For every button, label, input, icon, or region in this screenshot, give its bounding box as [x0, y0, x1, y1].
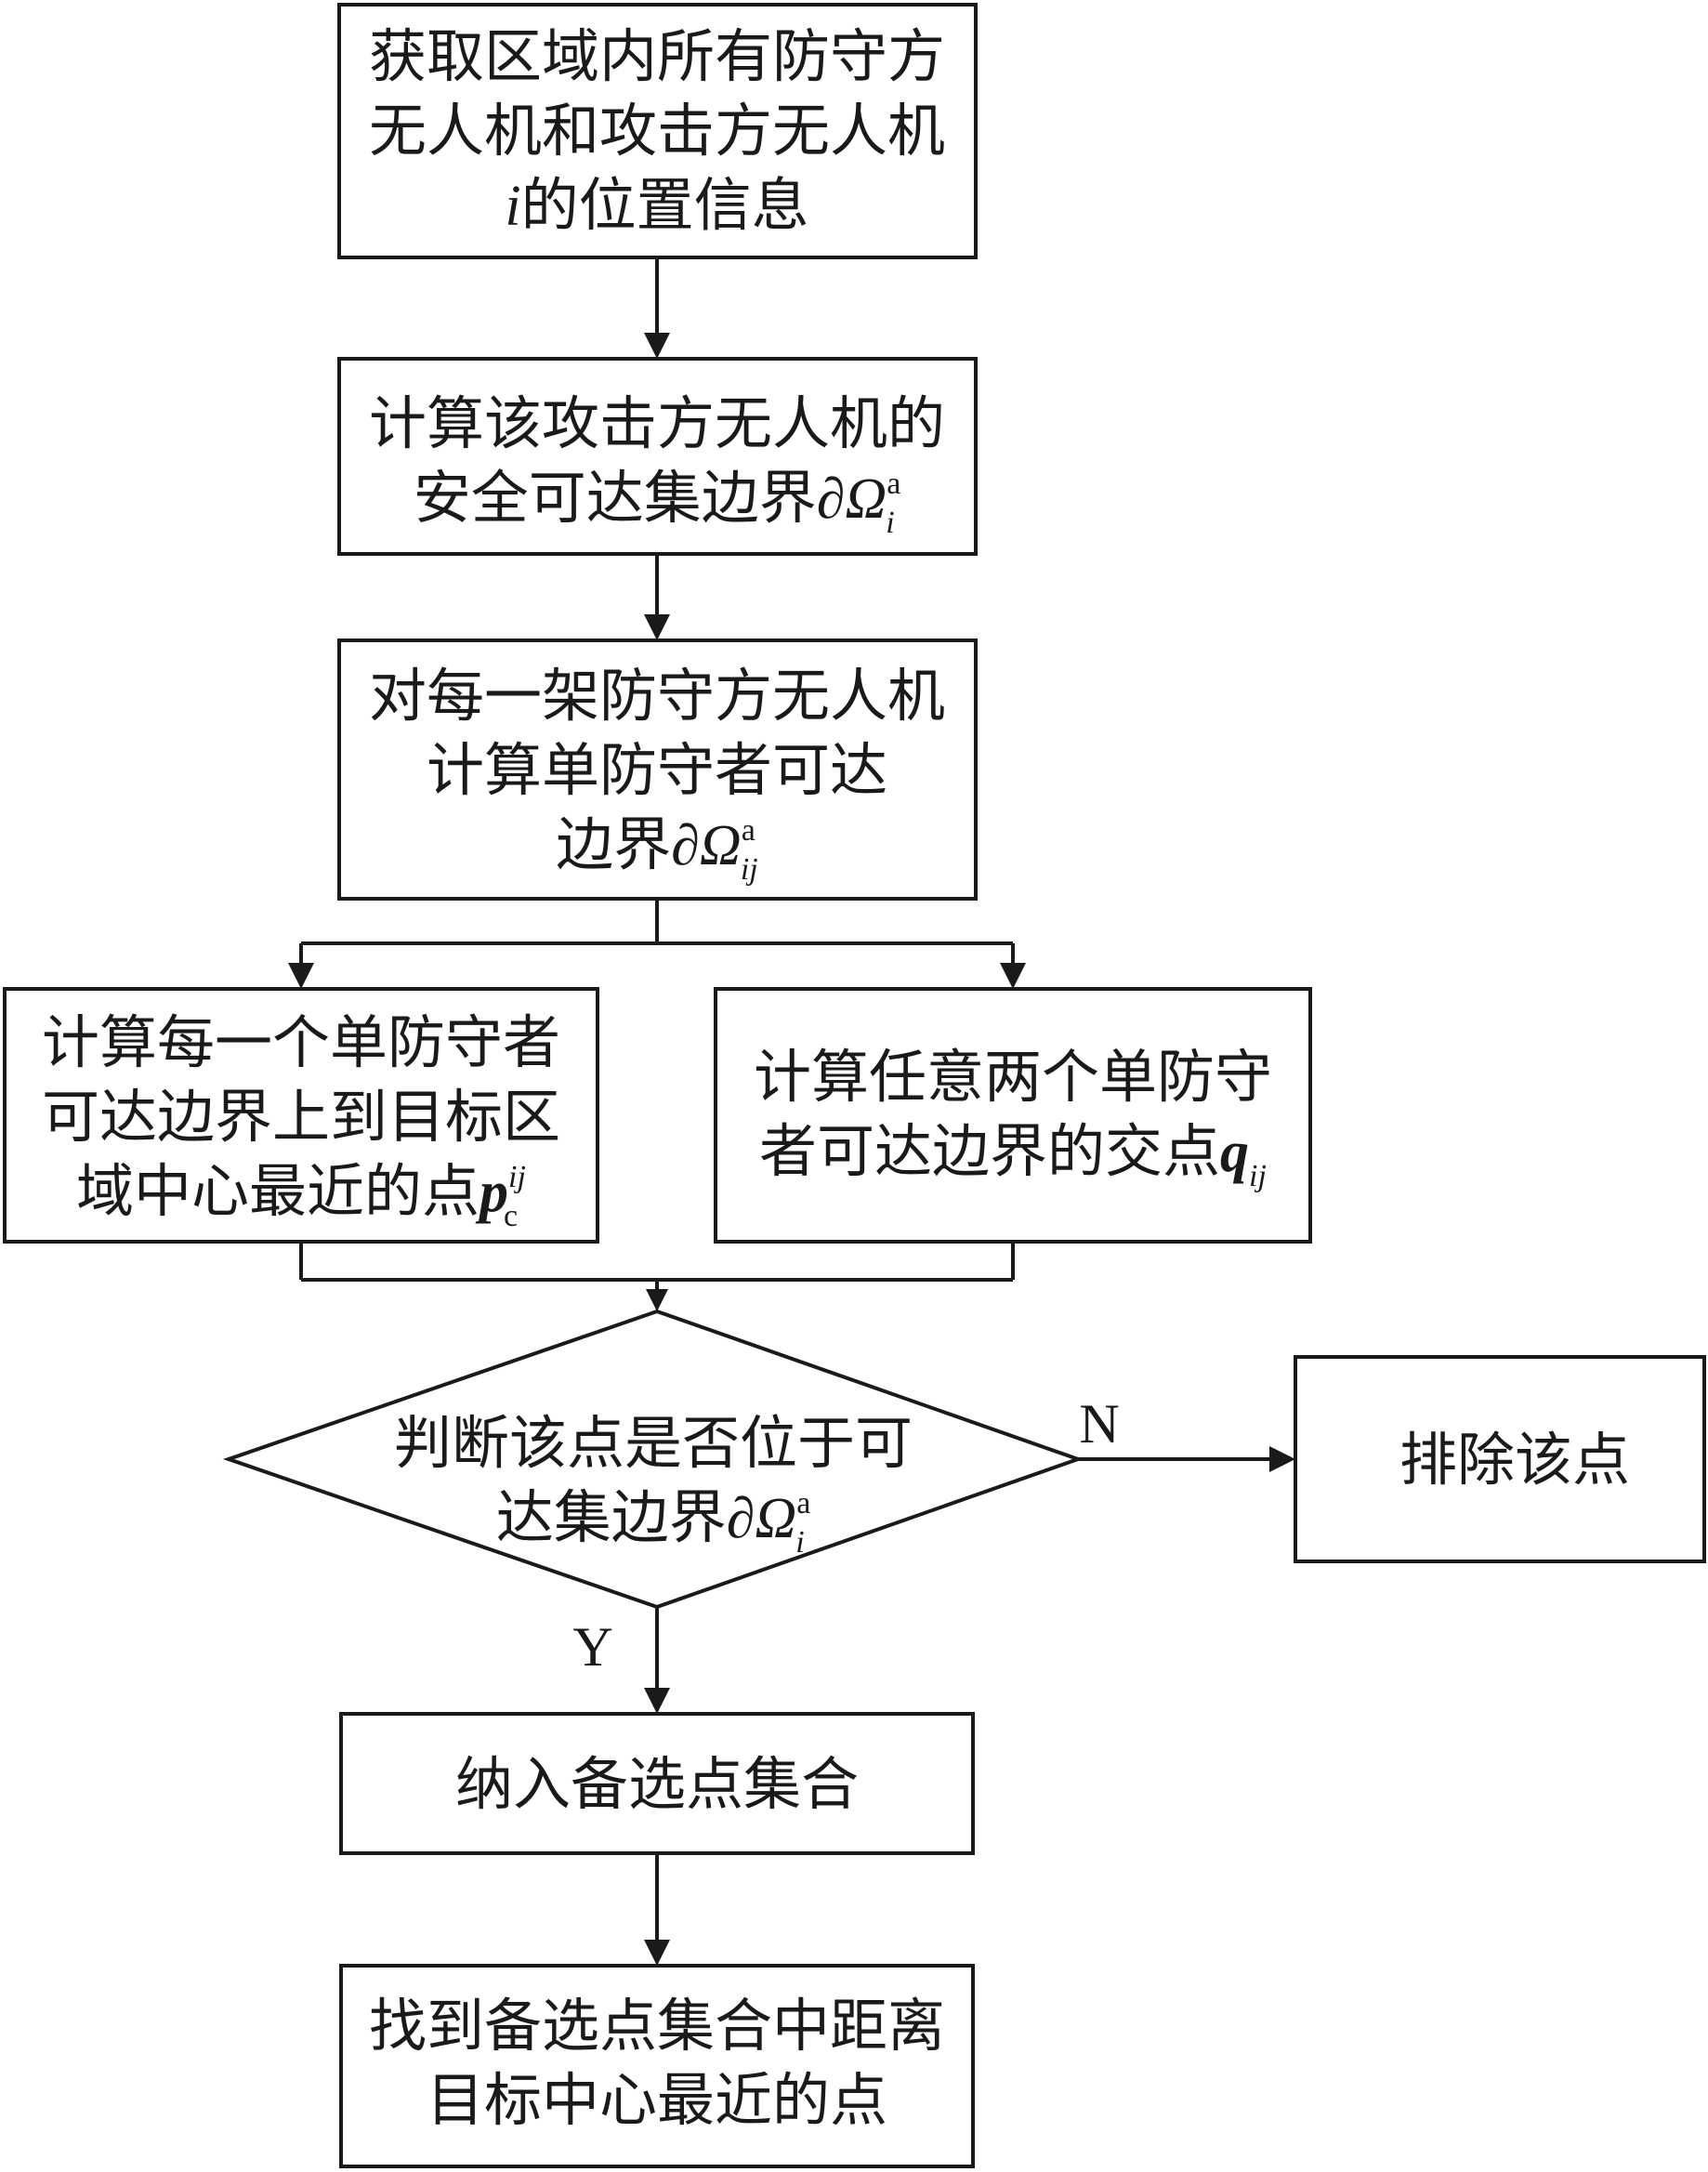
decision-sub: i	[795, 1525, 804, 1560]
node-acquire-line2: 无人机和攻击方无人机	[369, 97, 945, 165]
node-safe-boundary-line1: 计算该攻击方无人机的	[369, 389, 945, 457]
arrowhead-merge	[646, 1289, 668, 1311]
nearest-point-var: p	[475, 1161, 508, 1224]
node-find-line1: 找到备选点集合中距离	[369, 1992, 945, 2060]
intersection-sub: ij	[1249, 1159, 1267, 1193]
decision-text: 达集边界	[496, 1483, 727, 1551]
node-single-defender-line1: 对每一架防守方无人机	[369, 662, 945, 730]
node-exclude-label: 排除该点	[1399, 1426, 1630, 1494]
arrowhead-split-left	[288, 963, 314, 989]
node-safe-boundary-text: 安全可达集边界	[414, 464, 817, 532]
decision-symbol: ∂Ω	[727, 1487, 796, 1550]
arrowhead-include-to-find	[644, 1940, 670, 1966]
nearest-point-sup: ij	[508, 1160, 526, 1194]
arrowhead-yes-branch	[644, 1688, 670, 1714]
connector-split	[299, 899, 1015, 976]
node-single-defender-line2: 计算单防守者可达	[427, 736, 887, 804]
arrowhead-split-right	[1000, 963, 1026, 989]
safe-boundary-symbol: ∂Ω	[817, 467, 887, 531]
attacker-index-i: i	[505, 175, 520, 238]
branch-label-no: N	[1079, 1393, 1119, 1455]
decision-line1: 判断该点是否位于可	[394, 1409, 913, 1477]
connector-merge	[299, 1242, 1015, 1298]
node-single-defender: 对每一架防守方无人机 计算单防守者可达 边界∂Ωa ij	[337, 638, 978, 901]
node-nearest-point-line1: 计算每一个单防守者	[42, 1008, 560, 1076]
node-nearest-point-line2: 可达边界上到目标区	[42, 1083, 560, 1151]
node-acquire-line3-text: 的位置信息	[521, 171, 809, 239]
safe-boundary-sub: i	[886, 506, 894, 540]
safe-boundary-sup: a	[887, 467, 900, 501]
intersection-var: q	[1220, 1121, 1249, 1184]
node-acquire-line1: 获取区域内所有防守方	[369, 22, 945, 90]
decision-sup: a	[796, 1486, 810, 1520]
node-find-line2: 目标中心最近的点	[427, 2066, 887, 2134]
arrowhead-acquire-to-boundary	[644, 333, 670, 359]
arrowhead-boundary-to-single	[644, 614, 670, 640]
node-single-defender-line3: 边界∂Ωa ij	[556, 810, 758, 887]
nearest-point-sub: c	[504, 1199, 518, 1233]
branch-label-yes: Y	[572, 1616, 612, 1678]
node-intersection: 计算任意两个单防守 者可达边界的交点qij	[714, 987, 1312, 1244]
node-intersection-line1: 计算任意两个单防守	[754, 1043, 1272, 1111]
node-exclude: 排除该点	[1294, 1355, 1706, 1563]
node-acquire-positions: 获取区域内所有防守方 无人机和攻击方无人机 i的位置信息	[337, 3, 978, 259]
node-nearest-point: 计算每一个单防守者 可达边界上到目标区 域中心最近的点pij c	[3, 987, 599, 1244]
node-intersection-text: 者可达边界的交点	[759, 1117, 1220, 1185]
single-boundary-symbol: ∂Ω	[671, 814, 741, 877]
arrowhead-no-branch	[1269, 1446, 1295, 1472]
node-intersection-line2: 者可达边界的交点qij	[759, 1117, 1267, 1193]
single-boundary-sup: a	[742, 813, 755, 848]
node-include-label: 纳入备选点集合	[455, 1750, 859, 1818]
node-single-defender-text: 边界	[556, 810, 671, 878]
single-boundary-sub: ij	[741, 852, 758, 887]
node-include: 纳入备选点集合	[339, 1712, 975, 1855]
node-nearest-point-text: 域中心最近的点	[76, 1157, 480, 1225]
node-acquire-line3: i的位置信息	[505, 171, 808, 239]
node-find-nearest: 找到备选点集合中距离 目标中心最近的点	[339, 1964, 975, 2168]
node-nearest-point-line3: 域中心最近的点pij c	[76, 1157, 526, 1233]
